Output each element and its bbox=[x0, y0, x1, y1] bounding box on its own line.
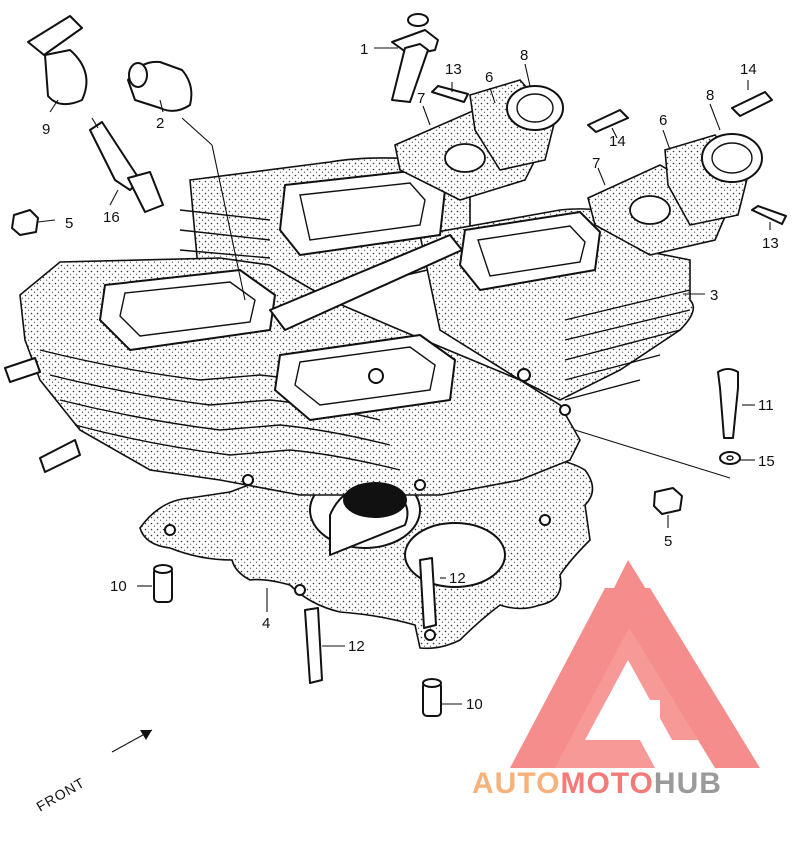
callout-12-lower: 12 bbox=[348, 638, 365, 655]
watermark-part3: HUB bbox=[654, 767, 722, 800]
front-label: FRONT bbox=[34, 774, 88, 814]
watermark-text: AUTOMOTOHUB bbox=[472, 767, 722, 800]
callout-4: 4 bbox=[262, 615, 270, 632]
callout-5-bottom: 5 bbox=[664, 533, 672, 550]
callout-8-right: 8 bbox=[706, 87, 714, 104]
part-14-bolt-right bbox=[731, 91, 773, 117]
callout-16: 16 bbox=[103, 209, 120, 226]
part-12-stud-upper bbox=[419, 557, 437, 629]
leader-lines bbox=[37, 47, 771, 705]
callout-7-left: 7 bbox=[417, 90, 425, 107]
callout-6-right: 6 bbox=[659, 112, 667, 129]
callout-10-lower: 10 bbox=[466, 696, 483, 713]
part-15-washer bbox=[719, 451, 741, 465]
callout-12-upper: 12 bbox=[449, 570, 466, 587]
callout-3: 3 bbox=[710, 287, 718, 304]
part-2-tappet-cap bbox=[127, 60, 193, 112]
callout-14-right: 14 bbox=[740, 61, 757, 78]
callout-13-right: 13 bbox=[762, 235, 779, 252]
part-1-cap-bolt bbox=[391, 13, 439, 103]
callout-11: 11 bbox=[758, 397, 774, 414]
callout-14-left: 14 bbox=[609, 133, 626, 150]
part-5-nut-top bbox=[11, 209, 39, 236]
callout-1: 1 bbox=[360, 41, 368, 58]
callout-10-upper: 10 bbox=[110, 578, 127, 595]
watermark-part1: AUTO bbox=[472, 767, 560, 800]
part-13-bolt-right bbox=[751, 205, 787, 225]
part-14-bolt-left bbox=[587, 109, 629, 133]
callout-6-left: 6 bbox=[485, 69, 493, 86]
part-16-spark-plug bbox=[89, 117, 164, 213]
part-10-dowel-lower bbox=[422, 678, 442, 717]
cylinder-head bbox=[4, 157, 695, 556]
callout-15: 15 bbox=[758, 453, 775, 470]
callout-2: 2 bbox=[156, 115, 164, 132]
part-11-bolt bbox=[717, 368, 739, 439]
callout-5-top: 5 bbox=[65, 215, 73, 232]
part-13-bolt-left bbox=[431, 85, 469, 103]
callout-9: 9 bbox=[42, 121, 50, 138]
part-5-nut-bottom bbox=[653, 487, 683, 515]
svg-text:AUTOMOTOHUB: AUTOMOTOHUB bbox=[472, 767, 722, 800]
part-10-dowel-upper bbox=[153, 564, 173, 603]
part-12-stud-lower bbox=[304, 607, 323, 684]
part-8-band-right bbox=[701, 133, 763, 183]
front-arrow bbox=[111, 729, 153, 753]
watermark-part2: MOTO bbox=[560, 767, 653, 800]
part-8-band-left bbox=[506, 85, 564, 131]
part-9-plug-cap bbox=[27, 15, 88, 106]
callout-7-right: 7 bbox=[592, 155, 600, 172]
callout-8-left: 8 bbox=[520, 47, 528, 64]
callout-13-left: 13 bbox=[445, 61, 462, 78]
watermark-logo bbox=[510, 560, 760, 768]
